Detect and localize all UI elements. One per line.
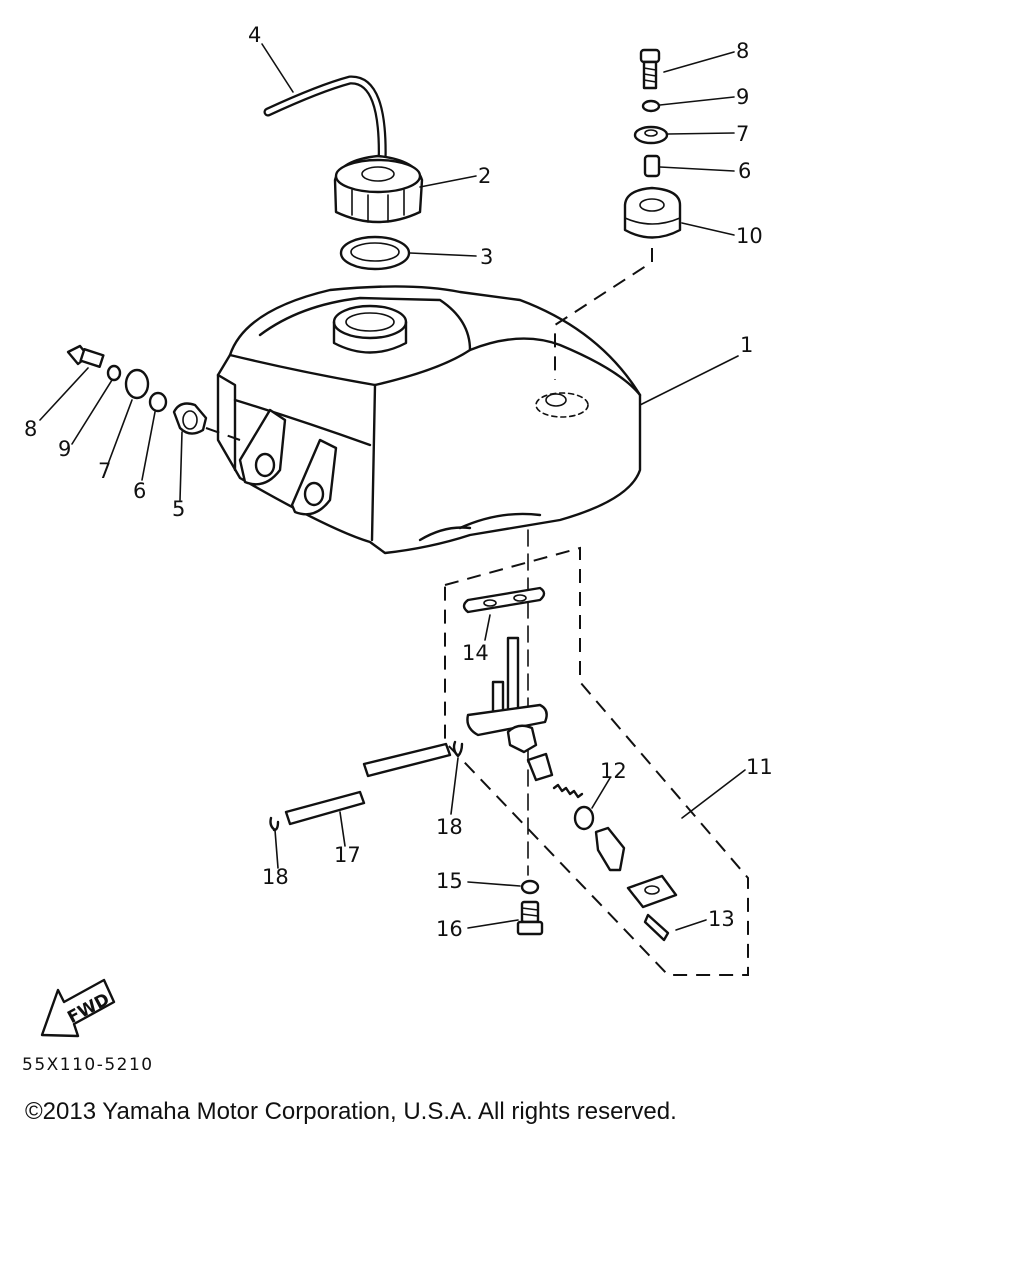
- callout-3: 3: [480, 245, 493, 269]
- callout-8-rear: 8: [736, 39, 749, 63]
- leader-lines: [39, 43, 746, 931]
- callout-12: 12: [600, 759, 627, 783]
- callout-labels: 1 2 3 4 5 6 6 7 7 8 8 9 9 10 11 12 13 14…: [24, 23, 773, 941]
- callout-15: 15: [436, 869, 463, 893]
- callout-1: 1: [740, 333, 753, 357]
- callout-14: 14: [462, 641, 489, 665]
- cap-gasket: [339, 235, 411, 271]
- copyright-notice: ©2013 Yamaha Motor Corporation, U.S.A. A…: [25, 1098, 677, 1125]
- callout-6-front: 6: [133, 479, 146, 503]
- callout-10: 10: [736, 224, 763, 248]
- part-code: 55X110-5210: [22, 1055, 154, 1075]
- fwd-arrow: FWD: [40, 978, 116, 1038]
- callout-6-rear: 6: [738, 159, 751, 183]
- callout-11: 11: [746, 755, 773, 779]
- callout-9-rear: 9: [736, 85, 749, 109]
- tank-cap: [333, 154, 424, 224]
- rear-mount-stack: [554, 48, 682, 380]
- callout-4: 4: [248, 23, 261, 47]
- callout-18-right: 18: [436, 815, 463, 839]
- front-mount-stack: [66, 344, 241, 441]
- callout-7-front: 7: [98, 459, 111, 483]
- callout-8-front: 8: [24, 417, 37, 441]
- fuel-cock-assembly: [444, 529, 749, 976]
- callout-7-rear: 7: [736, 122, 749, 146]
- callout-2: 2: [478, 164, 491, 188]
- callout-5: 5: [172, 497, 185, 521]
- callout-16: 16: [436, 917, 463, 941]
- breather-hose: [263, 75, 387, 170]
- fuel-hose: [269, 740, 464, 832]
- fuel-tank: [216, 285, 642, 555]
- callout-13: 13: [708, 907, 735, 931]
- callout-17: 17: [334, 843, 361, 867]
- callout-18-left: 18: [262, 865, 289, 889]
- callout-9-front: 9: [58, 437, 71, 461]
